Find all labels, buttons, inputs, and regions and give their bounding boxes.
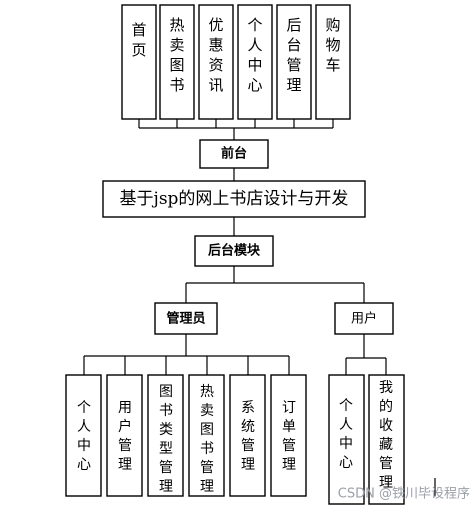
admin-module-box <box>65 374 102 497</box>
frontend-module-hot-books: 热卖图书 <box>169 16 184 94</box>
admin-module-box <box>229 374 266 497</box>
frontend-modules: 首页 热卖图书 优惠资讯 个人中心 后台管理 购物车 <box>121 4 351 120</box>
admin-module-box <box>106 374 143 497</box>
backend-box <box>194 235 274 267</box>
frontend-connectors <box>138 119 334 140</box>
admin-module-user-management: 用户管理 <box>118 400 132 473</box>
admin-module-personal-center: 个人中心 <box>77 400 91 473</box>
user-modules: 个人中心 我的收藏管理 <box>328 374 405 505</box>
admin-module-box <box>188 374 225 497</box>
admin-module-box <box>147 374 184 497</box>
user-connectors <box>345 334 387 375</box>
watermark: CSDN @铁川毕设程序 <box>338 487 470 502</box>
frontend-module-box <box>159 4 195 120</box>
system-title: 基于jsp的网上书店设计与开发 <box>120 189 349 209</box>
frontend-module-personal-center: 个人中心 <box>247 16 262 94</box>
admin-connectors <box>83 334 290 375</box>
user-module-box <box>328 374 365 505</box>
frontend-module-cart: 购物车 <box>325 16 340 74</box>
admin-module-book-type-management: 图书类型管理 <box>159 384 173 495</box>
system-title-box <box>102 180 366 218</box>
admin-module-hot-books-management: 热卖图书管理 <box>200 384 214 495</box>
user-role-label: 用户 <box>351 311 377 327</box>
admin-module-order-management: 订单管理 <box>282 400 296 473</box>
backend-connectors <box>185 266 365 303</box>
admin-role-box <box>154 302 218 335</box>
admin-module-system-management: 系统管理 <box>241 400 255 473</box>
frontend-module-box <box>315 4 351 120</box>
user-role-box <box>334 302 394 335</box>
user-module-box <box>368 374 405 505</box>
admin-module-box <box>270 374 307 497</box>
frontend-module-home: 首页 <box>131 21 146 59</box>
frontend-module-box <box>121 4 157 120</box>
frontend-label: 前台 <box>221 146 247 162</box>
user-module-favorites-management: 我的收藏管理 <box>379 380 393 491</box>
frontend-module-box <box>237 4 273 120</box>
frontend-module-admin: 后台管理 <box>286 16 301 94</box>
backend-label: 后台模块 <box>208 243 261 259</box>
frontend-module-deals-news: 优惠资讯 <box>208 16 223 94</box>
admin-role-label: 管理员 <box>166 311 205 327</box>
user-module-personal-center: 个人中心 <box>339 398 353 471</box>
admin-modules: 个人中心 用户管理 图书类型管理 热卖图书管理 系统管理 订单管理 <box>65 374 307 497</box>
